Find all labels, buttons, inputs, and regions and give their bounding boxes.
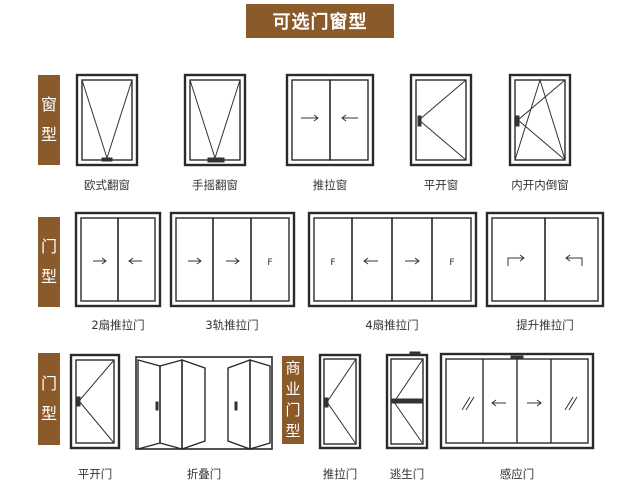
section-label-char: 型	[40, 125, 57, 144]
folding-door-icon	[135, 356, 273, 450]
tilt-turn-window-icon	[508, 73, 572, 167]
lift-sliding-door-icon	[485, 211, 605, 308]
swing-door-icon	[69, 353, 121, 450]
section-label-char: 业	[285, 380, 301, 398]
commercial-push-door-icon	[318, 353, 362, 450]
item-label: 内开内倒窗	[511, 178, 569, 192]
item-label: 感应门	[499, 467, 535, 481]
sensor-door-icon	[439, 352, 595, 450]
item-label: 2扇推拉门	[91, 318, 145, 332]
section-label-door: 门 型	[38, 217, 60, 307]
section-label-window: 窗 型	[38, 75, 60, 165]
item-label: 3轨推拉门	[205, 318, 259, 332]
section-label-char: 商	[285, 359, 301, 377]
section-label-door-2: 门 型	[38, 353, 60, 445]
item-label: 推拉窗	[312, 178, 348, 192]
item-label: 折叠门	[186, 467, 222, 481]
euro-tilt-window-icon	[75, 73, 139, 167]
section-label-commercial: 商 业 门 型	[282, 356, 304, 444]
svg-text:F: F	[267, 258, 272, 268]
section-label-char: 型	[40, 404, 57, 423]
svg-text:F: F	[449, 258, 454, 268]
two-panel-sliding-door-icon	[74, 211, 162, 308]
item-label: 提升推拉门	[516, 318, 574, 332]
item-label: 逃生门	[389, 467, 425, 481]
svg-text:F: F	[330, 258, 335, 268]
item-label: 推拉门	[322, 467, 358, 481]
section-label-char: 门	[285, 401, 301, 419]
sliding-window-icon	[285, 73, 375, 167]
section-label-char: 窗	[40, 95, 57, 114]
item-label: 欧式翻窗	[84, 178, 130, 192]
section-label-char: 型	[285, 422, 301, 440]
item-label: 4扇推拉门	[365, 318, 419, 332]
crank-tilt-window-icon	[183, 73, 247, 167]
casement-window-icon	[409, 73, 473, 167]
section-label-char: 型	[40, 267, 57, 286]
escape-door-icon	[385, 351, 429, 450]
three-track-sliding-door-icon: F	[169, 211, 296, 308]
item-label: 手摇翻窗	[192, 178, 238, 192]
page-title: 可选门窗型	[246, 4, 394, 38]
four-panel-sliding-door-icon: F F	[307, 211, 478, 308]
section-label-char: 门	[40, 237, 57, 256]
item-label: 平开窗	[423, 178, 459, 192]
section-label-char: 门	[40, 374, 57, 393]
item-label: 平开门	[77, 467, 113, 481]
